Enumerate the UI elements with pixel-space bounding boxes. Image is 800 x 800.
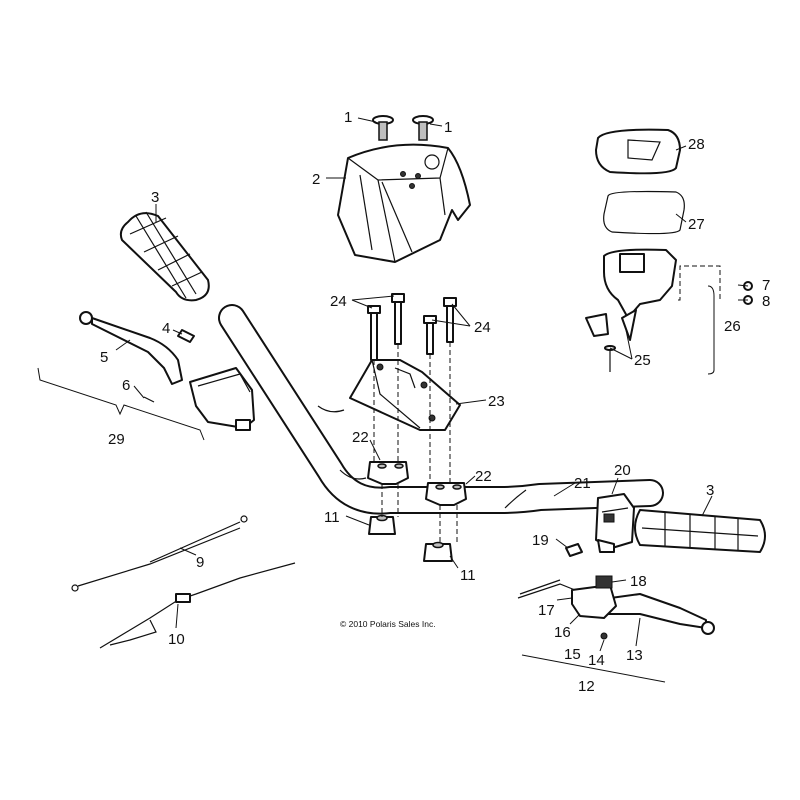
callout-10: 10 [168, 631, 185, 648]
reservoir-cap [595, 128, 681, 175]
upper-clamp-left [367, 461, 409, 485]
brake-cable [99, 562, 296, 649]
callout-8: 8 [762, 293, 770, 310]
left-brake-lever [79, 311, 183, 385]
callout-labels: 1 1 2 3 3 4 5 6 7 8 9 10 11 11 12 13 14 … [100, 109, 770, 695]
left-grip [119, 211, 210, 302]
callout-23: 23 [488, 393, 505, 410]
callout-11: 11 [460, 567, 476, 584]
cap-gasket [603, 190, 685, 235]
callout-24: 24 [330, 293, 347, 310]
screws-1 [372, 115, 434, 141]
callout-15: 15 [564, 646, 581, 663]
assembly-guides [373, 342, 458, 544]
callout-17: 17 [538, 602, 555, 619]
callout-28: 28 [688, 136, 705, 153]
callout-13: 13 [626, 647, 643, 664]
callout-12: 12 [578, 678, 595, 695]
left-switch-housing [189, 367, 255, 431]
callout-1: 1 [444, 119, 452, 136]
callout-22: 22 [475, 468, 492, 485]
handlebar [218, 304, 664, 515]
cylinder-guide [678, 265, 721, 301]
copyright-notice: © 2010 Polaris Sales Inc. [340, 619, 436, 629]
callout-6: 6 [122, 377, 130, 394]
headlight-pod [337, 143, 471, 263]
callout-27: 27 [688, 216, 705, 233]
right-grip [634, 509, 766, 553]
throttle-housing [595, 493, 635, 553]
right-brake-lever [517, 575, 715, 640]
callout-5: 5 [100, 349, 108, 366]
callout-16: 16 [554, 624, 571, 641]
lower-clamp-right [423, 541, 453, 562]
callout-3: 3 [151, 189, 159, 206]
callout-3: 3 [706, 482, 714, 499]
bolts [367, 293, 457, 361]
throttle-cable [71, 515, 248, 592]
upper-clamp-right [425, 482, 467, 506]
callout-21: 21 [574, 475, 591, 492]
callout-1: 1 [344, 109, 352, 126]
callout-11: 11 [324, 509, 340, 526]
callout-29: 29 [108, 431, 125, 448]
callout-14: 14 [588, 652, 605, 669]
bracket-26 [707, 285, 715, 375]
lower-clamp-left [368, 514, 396, 535]
callout-25: 25 [634, 352, 651, 369]
screw-19 [565, 543, 583, 557]
callout-19: 19 [532, 532, 549, 549]
callout-18: 18 [630, 573, 647, 590]
master-cylinder [585, 248, 677, 341]
callout-2: 2 [312, 171, 320, 188]
bracket-29 [37, 367, 205, 441]
lever-pin [143, 396, 155, 403]
callout-22: 22 [352, 429, 369, 446]
callout-26: 26 [724, 318, 741, 335]
callout-4: 4 [162, 320, 170, 337]
callout-20: 20 [614, 462, 631, 479]
callout-9: 9 [196, 554, 204, 571]
callout-24: 24 [474, 319, 491, 336]
mount-bracket [349, 359, 461, 431]
callout-7: 7 [762, 277, 770, 294]
bracket-12 [521, 654, 666, 683]
leader-lines [115, 117, 749, 652]
lever-pivot-bolt [177, 329, 195, 343]
